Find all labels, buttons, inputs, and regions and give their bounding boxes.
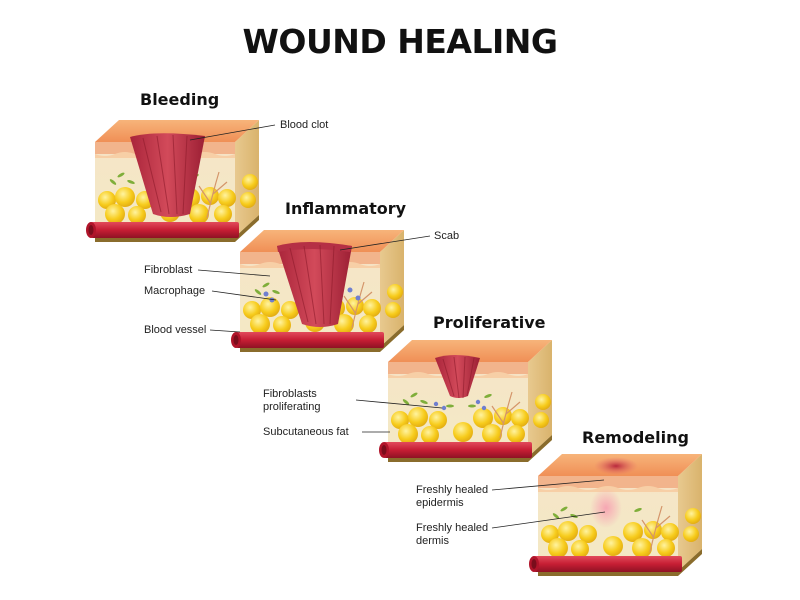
- healed-epidermis-mark: [594, 457, 638, 475]
- stage-title-proliferative: Proliferative: [433, 313, 546, 332]
- label-freshly-healed-epidermis: Freshly healed epidermis: [416, 484, 488, 510]
- stage-title-bleeding: Bleeding: [140, 90, 220, 109]
- leader-lines: [189, 124, 606, 529]
- label-blood-clot: Blood clot: [280, 119, 329, 131]
- label-fibroblasts-proliferating: Fibroblasts proliferating: [263, 388, 320, 414]
- healed-dermis-mark: [590, 488, 622, 528]
- label-freshly-healed-dermis-line1: Freshly healed: [416, 522, 489, 534]
- label-freshly-healed-dermis: Freshly healed dermis: [416, 522, 488, 548]
- label-freshly-healed-dermis-line2: dermis: [416, 535, 450, 547]
- label-subcutaneous-fat: Subcutaneous fat: [263, 426, 349, 438]
- stage-title-remodeling: Remodeling: [582, 428, 689, 447]
- stage-bleeding-block: [85, 119, 260, 243]
- stage-proliferative-block: [378, 339, 553, 463]
- label-fibroblast: Fibroblast: [144, 264, 193, 276]
- stage-inflammatory-block: [230, 229, 405, 353]
- label-macrophage: Macrophage: [144, 285, 206, 297]
- label-fibroblasts-proliferating-line1: Fibroblasts: [263, 388, 317, 400]
- label-freshly-healed-epidermis-line1: Freshly healed: [416, 484, 489, 496]
- label-scab: Scab: [434, 230, 460, 242]
- label-freshly-healed-epidermis-line2: epidermis: [416, 497, 464, 509]
- stage-remodeling-block: [528, 453, 703, 577]
- stage-title-inflammatory: Inflammatory: [285, 199, 407, 218]
- label-blood-vessel: Blood vessel: [144, 324, 207, 336]
- diagram-title: WOUND HEALING: [242, 22, 558, 61]
- label-fibroblasts-proliferating-line2: proliferating: [263, 401, 321, 413]
